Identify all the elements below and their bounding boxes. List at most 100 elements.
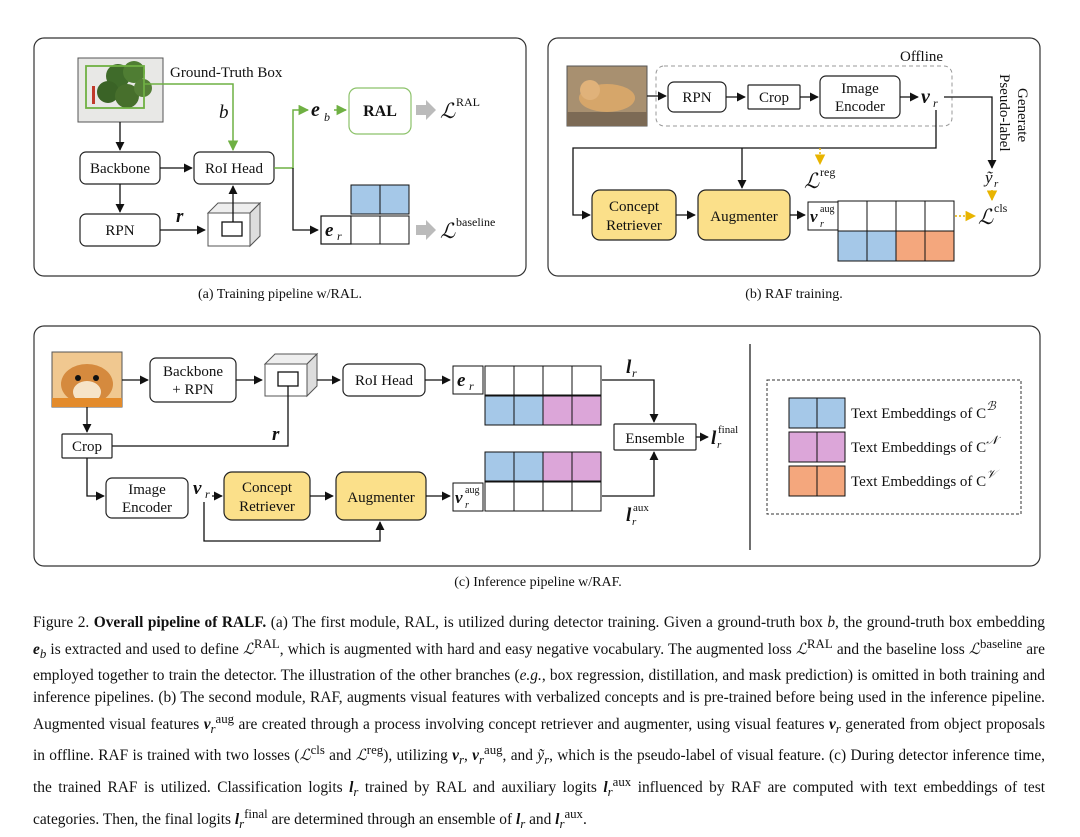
laux-label: l <box>626 505 632 526</box>
augmenter-box-c: Augmenter <box>335 471 427 521</box>
figure-caption: Figure 2. Overall pipeline of RALF. (a) … <box>33 614 1046 832</box>
svg-text:Encoder: Encoder <box>122 500 172 516</box>
generate-pseudo-label: Generate Pseudo-label <box>996 74 1030 151</box>
broccoli-image <box>77 57 164 123</box>
image-encoder-box-b: Image Encoder <box>819 75 901 119</box>
panel-a-caption: (a) Training pipeline w/RAL. <box>198 287 362 302</box>
svg-text:aug: aug <box>820 204 834 215</box>
er-box: e r <box>320 215 352 245</box>
concept-retriever-box-b: Concept Retriever <box>591 189 677 241</box>
vr-label-b: v <box>921 86 931 108</box>
svg-text:Retriever: Retriever <box>606 218 662 234</box>
offline-region <box>655 65 953 127</box>
legend-item-novel: Text Embeddings of C𝒩 <box>788 431 1001 463</box>
roi-head-box-c: RoI Head <box>342 363 426 397</box>
cat-image <box>566 65 648 127</box>
svg-text:Encoder: Encoder <box>835 99 885 115</box>
svg-text:r: r <box>465 500 469 511</box>
vaug-box-c: v r aug <box>452 482 484 512</box>
svg-text:r: r <box>820 219 824 230</box>
svg-text:r: r <box>994 178 999 190</box>
crop-box-c: Crop <box>61 433 113 459</box>
svg-text:v: v <box>810 207 818 226</box>
svg-text:RAL: RAL <box>456 95 480 109</box>
svg-text:r: r <box>205 487 210 501</box>
panel-c-frame <box>33 325 1041 567</box>
svg-text:+ RPN: + RPN <box>172 382 214 398</box>
ral-box: RAL <box>348 87 412 135</box>
svg-text:RoI Head: RoI Head <box>355 373 413 389</box>
hamster-image <box>51 351 123 408</box>
svg-text:RPN: RPN <box>682 90 711 106</box>
b-label: b <box>219 102 229 123</box>
svg-text:Image: Image <box>128 482 166 498</box>
svg-text:r: r <box>632 516 637 528</box>
loss-cls: ℒ <box>978 205 994 229</box>
svg-text:r: r <box>717 439 722 451</box>
svg-text:final: final <box>718 424 738 436</box>
svg-text:Backbone: Backbone <box>163 364 223 380</box>
svg-text:e: e <box>457 370 466 391</box>
loss-baseline: ℒ <box>440 219 456 243</box>
loss-reg: ℒ <box>804 169 820 193</box>
vaug-box-b: v r aug <box>807 201 839 231</box>
feature-cube-c <box>263 352 319 398</box>
svg-text:Crop: Crop <box>759 90 789 106</box>
svg-text:r: r <box>933 96 938 110</box>
svg-text:RoI Head: RoI Head <box>205 161 263 177</box>
vr-label-c: v <box>193 478 202 499</box>
panel-a-frame <box>33 37 527 277</box>
svg-text:r: r <box>337 229 342 243</box>
embedding-grid-b <box>837 200 955 262</box>
ensemble-box: Ensemble <box>613 423 697 451</box>
svg-text:cls: cls <box>994 201 1008 215</box>
concept-retriever-box-c: Concept Retriever <box>223 471 311 521</box>
roi-head-box: RoI Head <box>193 151 275 185</box>
gray-arrow-ral <box>416 100 436 120</box>
r-label-c: r <box>272 424 280 445</box>
svg-text:Pseudo-label: Pseudo-label <box>996 74 1012 151</box>
crop-box-b: Crop <box>747 84 801 110</box>
feature-cube <box>206 201 262 248</box>
yr-label: ỹ <box>983 168 993 187</box>
svg-text:Retriever: Retriever <box>239 499 295 515</box>
svg-text:RAL: RAL <box>363 103 397 120</box>
svg-text:Text Embeddings of Cℬ: Text Embeddings of Cℬ <box>851 399 997 422</box>
svg-text:Text Embeddings of C𝒩: Text Embeddings of C𝒩 <box>851 433 1001 456</box>
svg-text:baseline: baseline <box>456 215 495 229</box>
legend-item-base: Text Embeddings of Cℬ <box>788 397 997 429</box>
svg-text:Ensemble: Ensemble <box>625 431 684 447</box>
figure-diagram: Ground-Truth Box b Backbone RoI Head RPN… <box>33 37 1041 590</box>
svg-text:e: e <box>325 220 334 241</box>
embedding-grid-a <box>350 184 410 245</box>
embedding-grid-c-bottom <box>484 451 602 512</box>
legend-frame <box>766 379 1022 515</box>
panel-c-caption: (c) Inference pipeline w/RAF. <box>454 575 622 590</box>
panel-b-caption: (b) RAF training. <box>745 287 843 302</box>
svg-text:Text Embeddings of C𝒱: Text Embeddings of C𝒱 <box>851 467 1000 490</box>
svg-text:Augmenter: Augmenter <box>347 490 414 506</box>
svg-text:r: r <box>469 379 474 393</box>
svg-text:v: v <box>455 488 463 507</box>
r-label: r <box>176 206 184 227</box>
augmenter-box-b: Augmenter <box>697 189 791 241</box>
svg-text:Concept: Concept <box>609 199 660 215</box>
er-box-c: e r <box>452 365 484 395</box>
svg-text:b: b <box>324 110 330 124</box>
svg-text:Crop: Crop <box>72 439 102 455</box>
image-encoder-box-c: Image Encoder <box>105 477 189 519</box>
svg-text:aug: aug <box>465 485 479 496</box>
svg-text:Image: Image <box>841 81 879 97</box>
backbone-box: Backbone <box>79 151 161 185</box>
svg-text:reg: reg <box>820 165 835 179</box>
svg-text:Generate: Generate <box>1014 88 1030 142</box>
backbone-rpn-box: Backbone + RPN <box>149 357 237 403</box>
lfinal-label: l <box>711 428 717 449</box>
rpn-box-b: RPN <box>667 81 727 113</box>
svg-text:Augmenter: Augmenter <box>710 209 777 225</box>
svg-text:r: r <box>632 366 637 380</box>
svg-text:aux: aux <box>633 502 649 514</box>
svg-text:Concept: Concept <box>242 480 293 496</box>
embedding-grid-c-top <box>484 365 602 426</box>
eb-label: e <box>311 99 320 121</box>
